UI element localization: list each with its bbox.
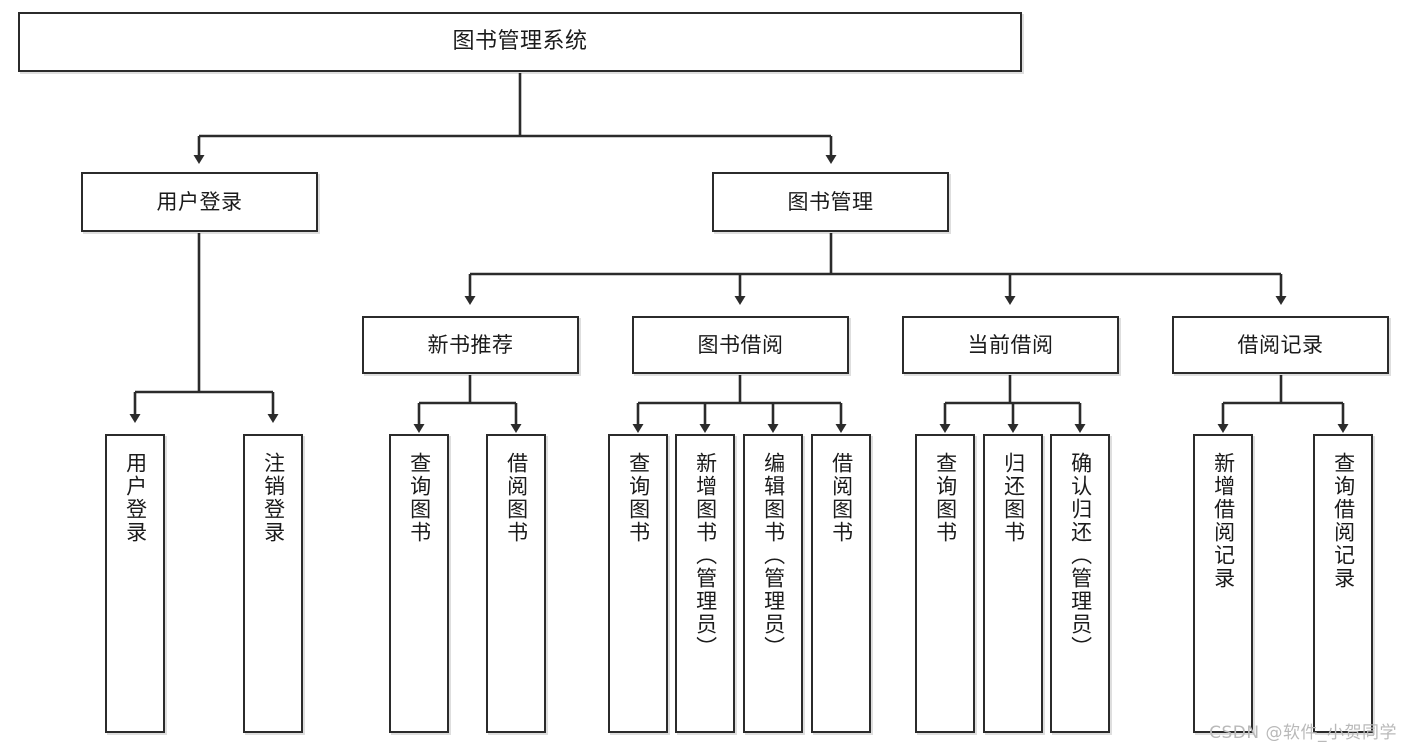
- node-label: 新书推荐: [427, 332, 514, 357]
- leaf-borrow-query-book[interactable]: 查询图书: [608, 434, 668, 733]
- node-book-borrow[interactable]: 图书借阅: [632, 316, 849, 374]
- node-root-book-management-system[interactable]: 图书管理系统: [18, 12, 1022, 72]
- leaf-current-return-book[interactable]: 归还图书: [983, 434, 1043, 733]
- node-label: 查询图书: [933, 452, 958, 544]
- node-label: 用户登录: [123, 452, 148, 544]
- node-borrow-record[interactable]: 借阅记录: [1172, 316, 1389, 374]
- node-label: 当前借阅: [967, 332, 1054, 357]
- leaf-recommend-borrow-book[interactable]: 借阅图书: [486, 434, 546, 733]
- node-label: 注销登录: [261, 452, 286, 544]
- leaf-record-add-borrow-record[interactable]: 新增借阅记录: [1193, 434, 1253, 733]
- node-label: 用户登录: [156, 189, 243, 214]
- node-label: 归还图书: [1001, 452, 1026, 544]
- leaf-borrow-edit-book-admin[interactable]: 编辑图书（管理员）: [743, 434, 803, 733]
- node-label: 编辑图书（管理员）: [761, 452, 786, 659]
- leaf-user-login-logout[interactable]: 注销登录: [243, 434, 303, 733]
- leaf-recommend-query-book[interactable]: 查询图书: [389, 434, 449, 733]
- node-label: 借阅图书: [829, 452, 854, 544]
- node-label: 图书管理: [787, 189, 874, 214]
- node-user-login[interactable]: 用户登录: [81, 172, 318, 232]
- node-label: 新增借阅记录: [1211, 452, 1236, 590]
- node-label: 查询借阅记录: [1331, 452, 1356, 590]
- node-label: 新增图书（管理员）: [693, 452, 718, 659]
- leaf-current-query-book[interactable]: 查询图书: [915, 434, 975, 733]
- node-label: 借阅图书: [504, 452, 529, 544]
- leaf-current-confirm-return-admin[interactable]: 确认归还（管理员）: [1050, 434, 1110, 733]
- leaf-user-login-login[interactable]: 用户登录: [105, 434, 165, 733]
- node-label: 确认归还（管理员）: [1068, 452, 1093, 659]
- node-new-book-recommend[interactable]: 新书推荐: [362, 316, 579, 374]
- node-label: 查询图书: [407, 452, 432, 544]
- node-label: 图书借阅: [697, 332, 784, 357]
- leaf-borrow-add-book-admin[interactable]: 新增图书（管理员）: [675, 434, 735, 733]
- node-book-management[interactable]: 图书管理: [712, 172, 949, 232]
- csdn-watermark: CSDN @软件_小贺同学: [1209, 723, 1397, 743]
- node-label: 图书管理系统: [452, 29, 588, 55]
- leaf-record-query-borrow-record[interactable]: 查询借阅记录: [1313, 434, 1373, 733]
- leaf-borrow-borrow-book[interactable]: 借阅图书: [811, 434, 871, 733]
- node-current-borrow[interactable]: 当前借阅: [902, 316, 1119, 374]
- node-label: 借阅记录: [1237, 332, 1324, 357]
- node-label: 查询图书: [626, 452, 651, 544]
